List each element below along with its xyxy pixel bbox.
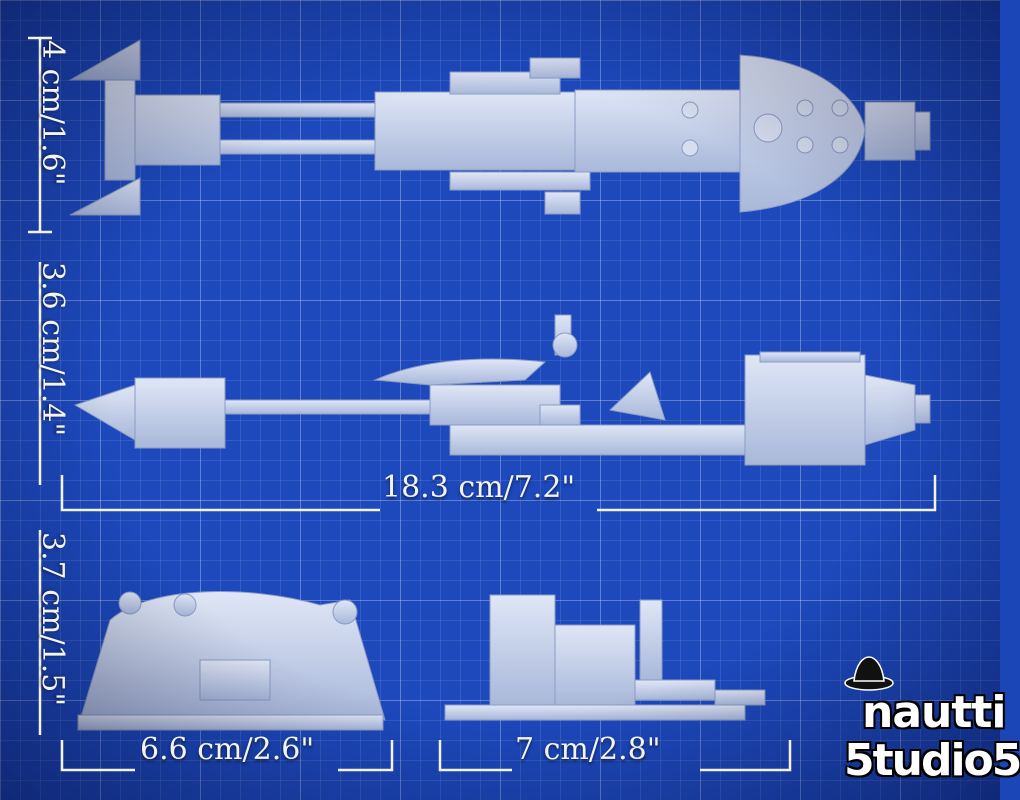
front-view-height-label: 3.7 cm/1.5": [35, 532, 70, 707]
logo-line1: nautti: [862, 687, 1006, 738]
side-view: [73, 314, 931, 466]
fedora-hat-icon: [844, 656, 894, 691]
top-view-height-label: 4 cm/1.6": [35, 40, 70, 186]
rear-view: [444, 594, 766, 721]
side-view-height-label: 3.6 cm/1.4": [35, 262, 70, 437]
logo-line2: 5tudio5: [844, 735, 1020, 786]
front-view: [77, 590, 386, 731]
studio-logo: nautti 5tudio5: [844, 647, 1020, 792]
rear-view-width-label: 7 cm/2.8": [515, 732, 661, 767]
top-view: [68, 39, 931, 216]
length-label: 18.3 cm/7.2": [382, 470, 576, 505]
front-view-width-label: 6.6 cm/2.6": [140, 732, 315, 767]
